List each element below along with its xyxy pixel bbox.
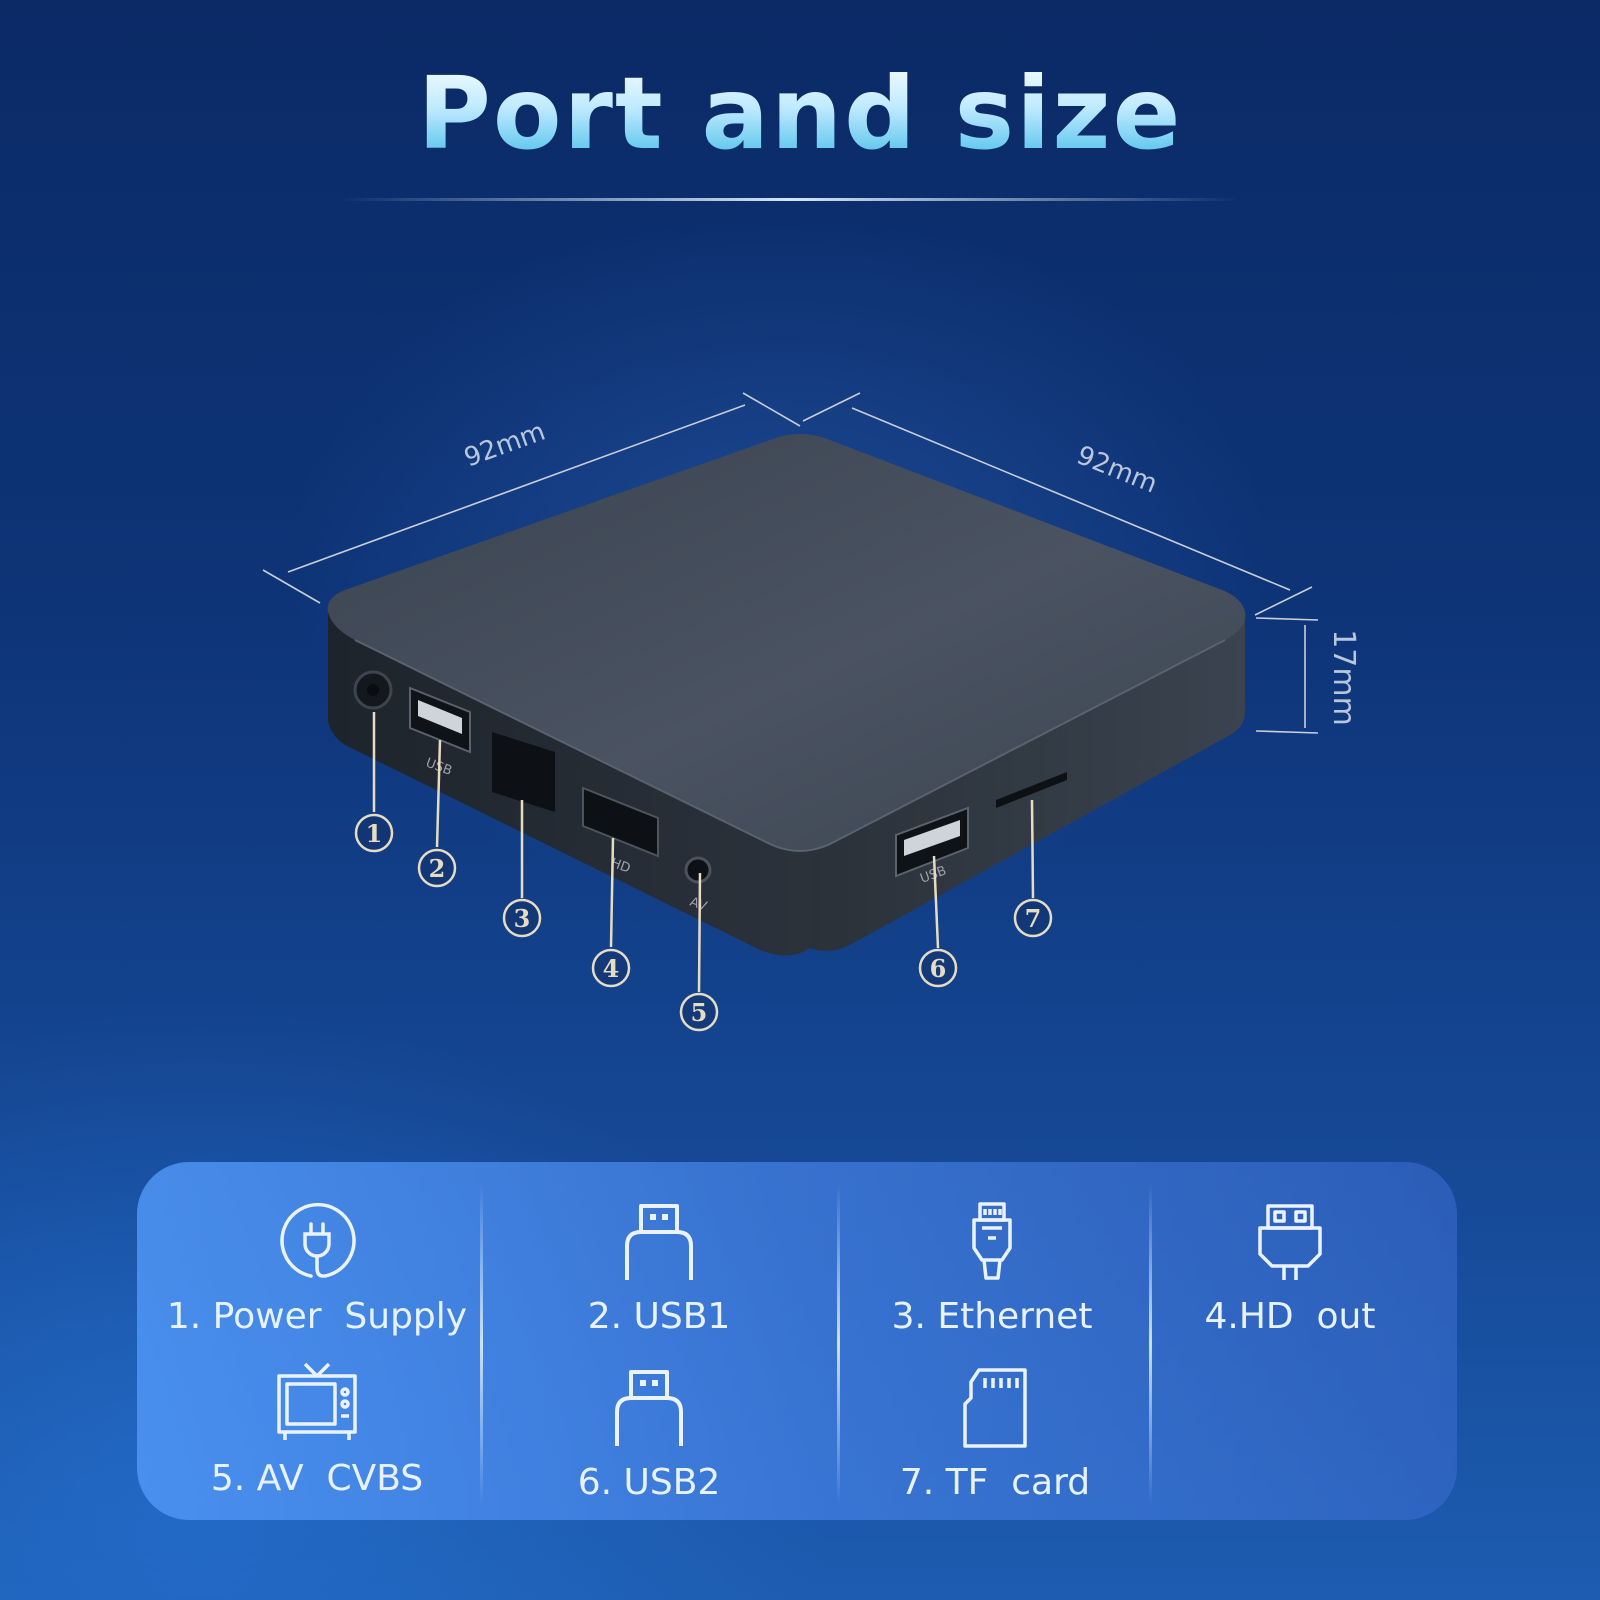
page-title: Port and size <box>0 55 1600 172</box>
port-legend-panel: 1. Power Supply 2. USB1 3. Ethernet <box>137 1162 1457 1520</box>
legend-label-tf: 7. TF card <box>899 1462 1091 1503</box>
title-underline <box>340 198 1240 201</box>
legend-item-power: 1. Power Supply <box>157 1202 477 1337</box>
device-av-label: AV <box>688 895 709 915</box>
callout-5: 5 <box>691 998 708 1027</box>
legend-label-ethernet: 3. Ethernet <box>891 1296 1093 1337</box>
legend-divider <box>837 1184 840 1504</box>
legend-item-hd: 4.HD out <box>1130 1202 1450 1337</box>
ethernet-icon <box>972 1202 1012 1280</box>
callout-4: 4 <box>603 954 620 983</box>
usb-icon <box>615 1370 683 1446</box>
callout-1: 1 <box>366 819 383 848</box>
callout-lines <box>372 712 1035 993</box>
legend-label-power: 1. Power Supply <box>166 1296 468 1337</box>
callout-2: 2 <box>429 854 446 883</box>
device-top-face <box>327 434 1246 851</box>
legend-label-usb2: 6. USB2 <box>577 1462 721 1503</box>
legend-item-usb2: 6. USB2 <box>489 1368 809 1503</box>
dimension-height: 17mm <box>1325 629 1361 726</box>
callout-3: 3 <box>514 904 531 933</box>
legend-item-usb1: 2. USB1 <box>499 1202 819 1337</box>
legend-item-ethernet: 3. Ethernet <box>832 1202 1152 1337</box>
hdmi-icon <box>1258 1204 1322 1280</box>
sd-card-icon <box>963 1368 1027 1448</box>
legend-divider <box>1149 1184 1152 1504</box>
legend-item-tf: 7. TF card <box>835 1368 1155 1503</box>
usb-icon <box>625 1204 693 1280</box>
legend-item-av: 5. AV CVBS <box>157 1360 477 1499</box>
port-graphics <box>353 670 1067 884</box>
tv-icon <box>277 1362 357 1440</box>
dimension-lines <box>262 392 1319 734</box>
legend-label-usb1: 2. USB1 <box>587 1296 731 1337</box>
device-hd-label: HD <box>609 856 633 877</box>
legend-label-av: 5. AV CVBS <box>210 1458 424 1499</box>
legend-divider <box>480 1184 483 1504</box>
device-illustration: USB HD AV USB 1 2 3 4 5 6 7 <box>262 392 1319 1032</box>
callout-7: 7 <box>1025 904 1042 933</box>
legend-label-hd: 4.HD out <box>1204 1296 1376 1337</box>
power-plug-icon <box>280 1203 356 1278</box>
callout-6: 6 <box>930 954 947 983</box>
